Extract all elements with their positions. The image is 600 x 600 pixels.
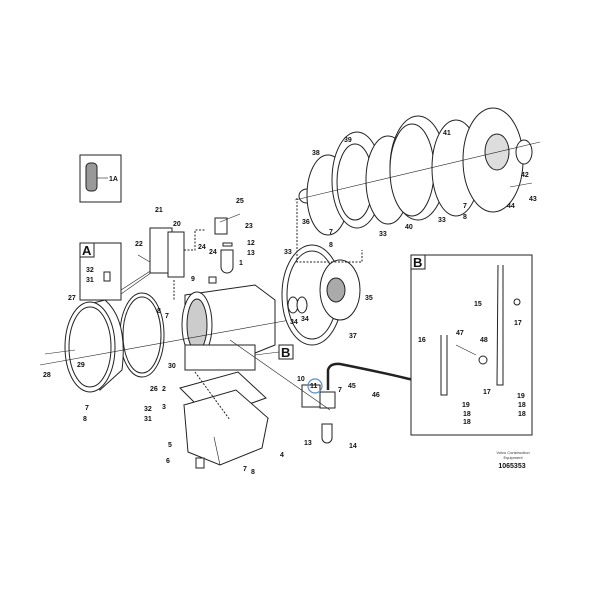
inset-b-ref-label[interactable]: B [281,345,290,360]
callout-46[interactable]: 46 [372,392,380,399]
disc-and-rotor [281,198,363,346]
callout-26[interactable]: 26 [150,386,158,393]
inset-a-box: A [79,242,156,301]
callout-2[interactable]: 2 [162,386,166,393]
callout-17[interactable]: 17 [483,389,491,396]
callout-7[interactable]: 7 [165,313,169,320]
callout-38[interactable]: 38 [312,150,320,157]
callout-15[interactable]: 15 [474,301,482,308]
callout-13[interactable]: 13 [247,250,255,257]
clutch-assembly [294,107,541,236]
inset-a-label: A [82,243,92,258]
callout-36[interactable]: 36 [302,219,310,226]
svg-text:Volvo Construction: Volvo Construction [496,450,529,455]
callout-33[interactable]: 33 [379,231,387,238]
watermark: Volvo Construction Equipment 1065353 [496,450,529,470]
callout-31[interactable]: 31 [144,416,152,423]
drawing-number: 1065353 [498,463,525,470]
callout-43[interactable]: 43 [529,196,537,203]
callout-24[interactable]: 24 [209,249,217,256]
callout-17[interactable]: 17 [514,320,522,327]
callout-13[interactable]: 13 [304,440,312,447]
callout-7[interactable]: 7 [243,466,247,473]
oil-pan [179,371,269,469]
highlight-circle [307,378,323,394]
callout-6[interactable]: 6 [166,458,170,465]
callout-11[interactable]: 11 [310,383,318,390]
callout-7[interactable]: 7 [85,405,89,412]
callout-42[interactable]: 42 [521,172,529,179]
transmission-housing [181,276,276,371]
callout-39[interactable]: 39 [344,137,352,144]
svg-text:Equipment: Equipment [503,455,523,460]
callout-33[interactable]: 33 [284,249,292,256]
callout-32[interactable]: 32 [86,267,94,274]
callout-9[interactable]: 9 [191,276,195,283]
callout-18[interactable]: 18 [518,402,526,409]
callout-44[interactable]: 44 [507,203,515,210]
callout-5[interactable]: 5 [168,442,172,449]
callout-8[interactable]: 8 [83,416,87,423]
callout-1[interactable]: 1 [239,260,243,267]
callout-18[interactable]: 18 [518,411,526,418]
callout-18[interactable]: 18 [463,419,471,426]
inset-b-reference: B [254,344,294,360]
callout-40[interactable]: 40 [405,224,413,231]
callout-7[interactable]: 7 [338,387,342,394]
callout-45[interactable]: 45 [348,383,356,390]
callout-31[interactable]: 31 [86,277,94,284]
inset-b-label: B [413,255,422,270]
inset-b-box: B [410,254,533,436]
callout-labels: 2120222523242412131933323127872928263023… [43,130,537,476]
callout-7[interactable]: 7 [463,203,467,210]
callout-30[interactable]: 30 [168,363,176,370]
callout-27[interactable]: 27 [68,295,76,302]
callout-34[interactable]: 34 [301,316,309,323]
callout-24[interactable]: 24 [198,244,206,251]
callout-21[interactable]: 21 [155,207,163,214]
callout-25[interactable]: 25 [236,198,244,205]
callout-14[interactable]: 14 [349,443,357,450]
cover-and-gasket [39,292,291,393]
callout-4[interactable]: 4 [280,452,284,459]
callout-18[interactable]: 18 [463,411,471,418]
callout-22[interactable]: 22 [135,241,143,248]
callout-41[interactable]: 41 [443,130,451,137]
callout-47[interactable]: 47 [456,330,464,337]
callout-8[interactable]: 8 [251,469,255,476]
callout-12[interactable]: 12 [247,240,255,247]
callout-33[interactable]: 33 [438,217,446,224]
callout-29[interactable]: 29 [77,362,85,369]
callout-16[interactable]: 16 [418,337,426,344]
callout-32[interactable]: 32 [144,406,152,413]
callout-8[interactable]: 8 [463,214,467,221]
callout-10[interactable]: 10 [297,376,305,383]
callout-23[interactable]: 23 [245,223,253,230]
callout-3[interactable]: 3 [162,404,166,411]
callout-20[interactable]: 20 [173,221,181,228]
kit-1a-box: 1A [79,154,122,203]
callout-1a[interactable]: 1A [109,176,118,183]
callout-8[interactable]: 8 [157,308,161,315]
callout-37[interactable]: 37 [349,333,357,340]
control-valve [137,227,205,300]
callout-7[interactable]: 7 [329,229,333,236]
callout-48[interactable]: 48 [480,337,488,344]
bracket-and-filter [214,213,241,274]
callout-35[interactable]: 35 [365,295,373,302]
callout-19[interactable]: 19 [462,402,470,409]
callout-19[interactable]: 19 [517,393,525,400]
callout-8[interactable]: 8 [329,242,333,249]
callout-28[interactable]: 28 [43,372,51,379]
callout-34[interactable]: 34 [290,319,298,326]
